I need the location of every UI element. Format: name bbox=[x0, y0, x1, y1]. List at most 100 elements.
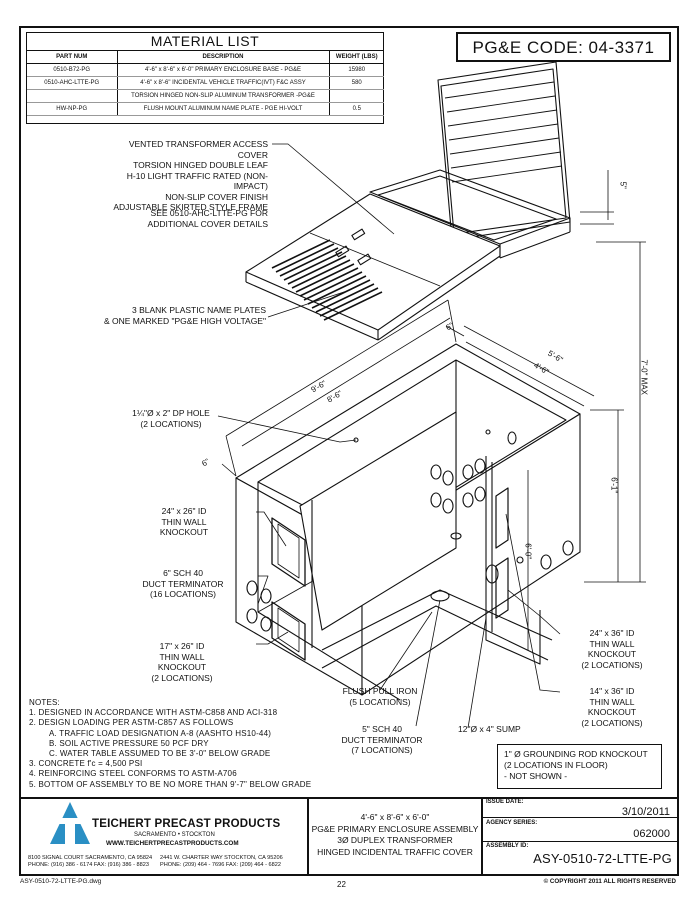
dp-hole-line: (2 LOCATIONS) bbox=[140, 418, 202, 429]
description-line: 4'-6" x 8'-6" x 6'-0" bbox=[360, 812, 430, 822]
knockout-line: KNOCKOUT bbox=[587, 707, 637, 717]
table-row: TORSION HINGED NON-SLIP ALUMINUM TRANSFO… bbox=[27, 89, 384, 103]
cover-line: TORSION HINGED DOUBLE LEAF bbox=[133, 160, 268, 170]
issue-date: 3/10/2011 bbox=[621, 806, 670, 818]
cell-desc: 4'-6" x 8'-6" x 6'-0" PRIMARY ENCLOSURE … bbox=[117, 63, 330, 77]
knockout-24x36-callout: 24" x 36" ID THIN WALL KNOCKOUT (2 LOCAT… bbox=[564, 628, 660, 670]
address-stockton: 2441 W. CHARTER WAY STOCKTON, CA 95206 P… bbox=[160, 855, 283, 869]
dim-5in: 5" bbox=[618, 181, 628, 189]
knockout-line: THIN WALL bbox=[159, 651, 205, 662]
note-item: C. WATER TABLE ASSUMED TO BE 3'-0" BELOW… bbox=[49, 749, 271, 759]
phone-line: PHONE: (916) 386 - 6174 FAX: (916) 386 -… bbox=[28, 862, 149, 868]
cell-weight bbox=[329, 89, 384, 103]
address-sacramento: 8100 SIGNAL COURT SACRAMENTO, CA 95824 P… bbox=[28, 855, 152, 869]
knockout-line: (2 LOCATIONS) bbox=[151, 672, 213, 683]
cover-line: H-10 LIGHT TRAFFIC RATED (NON-IMPACT) bbox=[126, 170, 268, 192]
material-list-title: MATERIAL LIST bbox=[27, 33, 383, 51]
teichert-logo-icon bbox=[50, 802, 90, 844]
vent-slots bbox=[271, 239, 383, 321]
address-line: 8100 SIGNAL COURT SACRAMENTO, CA 95824 bbox=[28, 855, 153, 861]
knockout-line: THIN WALL bbox=[589, 638, 635, 649]
pull-iron-callout: FLUSH PULL IRON (5 LOCATIONS) bbox=[326, 686, 434, 707]
duct-5-callout: 5" SCH 40 DUCT TERMINATOR (7 LOCATIONS) bbox=[336, 724, 428, 756]
page-number: 22 bbox=[337, 880, 346, 889]
cell-weight: 15980 bbox=[329, 63, 384, 77]
pull-iron-line: FLUSH PULL IRON bbox=[342, 686, 418, 696]
header-weight: WEIGHT (LBS) bbox=[329, 51, 384, 64]
company-name: TEICHERT PRECAST PRODUCTS bbox=[92, 818, 281, 830]
cell-part: HW-NP-PG bbox=[27, 102, 118, 116]
dimension-lines bbox=[221, 170, 646, 650]
knockout-line: KNOCKOUT bbox=[157, 662, 207, 672]
note-item: 4. REINFORCING STEEL CONFORMS TO ASTM-A7… bbox=[29, 769, 237, 779]
address-line: 2441 W. CHARTER WAY STOCKTON, CA 95206 bbox=[160, 855, 283, 861]
sump-callout: 12"Ø x 4" SUMP bbox=[458, 724, 521, 734]
company-web: WWW.TEICHERTPRECASTPRODUCTS.COM bbox=[106, 840, 239, 847]
name-plates-callout: 3 BLANK PLASTIC NAME PLATES & ONE MARKED… bbox=[76, 305, 266, 326]
title-block-top-rule bbox=[20, 797, 678, 799]
grounding-line: 1" Ø GROUNDING ROD KNOCKOUT bbox=[504, 749, 648, 759]
cell-part: 0510-AHC-LTTE-PG bbox=[27, 76, 118, 90]
duct-line: 6" SCH 40 bbox=[163, 568, 203, 578]
duct-6-callout: 6" SCH 40 DUCT TERMINATOR (16 LOCATIONS) bbox=[134, 568, 232, 600]
knockout-14x36-callout: 14" x 36" ID THIN WALL KNOCKOUT (2 LOCAT… bbox=[564, 686, 660, 728]
knockout-line: THIN WALL bbox=[589, 696, 635, 707]
name-plates-line: & ONE MARKED "PG&E HIGH VOLTAGE" bbox=[103, 315, 266, 326]
knockout-line: (2 LOCATIONS) bbox=[581, 659, 643, 670]
knockout-line: KNOCKOUT bbox=[159, 527, 209, 537]
dim-6-1: 6'-1" bbox=[609, 477, 619, 494]
description-line: PG&E PRIMARY ENCLOSURE ASSEMBLY bbox=[311, 823, 479, 834]
material-table: PART NUM DESCRIPTION WEIGHT (LBS) 0510-B… bbox=[27, 51, 384, 116]
enclosure-base bbox=[235, 343, 581, 701]
copyright: © COPYRIGHT 2011 ALL RIGHTS RESERVED bbox=[543, 878, 676, 885]
cell-weight: 580 bbox=[329, 76, 384, 90]
cell-part bbox=[27, 89, 118, 103]
cell-weight: 0.5 bbox=[329, 102, 384, 116]
note-item: 5. BOTTOM OF ASSEMBLY TO BE NO MORE THAN… bbox=[29, 779, 312, 789]
table-row: 0510-B72-PG 4'-6" x 8'-6" x 6'-0" PRIMAR… bbox=[27, 63, 384, 77]
dim-6-0: 6'-0" bbox=[523, 543, 533, 560]
phone-line: PHONE: (209) 464 - 7696 FAX: (209) 464 -… bbox=[160, 862, 281, 868]
agency-series-label: AGENCY SERIES: bbox=[486, 820, 538, 826]
cell-part: 0510-B72-PG bbox=[27, 63, 118, 77]
header-description: DESCRIPTION bbox=[117, 51, 330, 64]
knockout-17x26-callout: 17" x 26" ID THIN WALL KNOCKOUT (2 LOCAT… bbox=[136, 641, 228, 683]
cell-desc: FLUSH MOUNT ALUMINUM NAME PLATE - PGE HI… bbox=[117, 102, 330, 116]
material-list: MATERIAL LIST PART NUM DESCRIPTION WEIGH… bbox=[26, 32, 384, 124]
dp-hole-line: 1¼"Ø x 2" DP HOLE bbox=[132, 408, 210, 418]
see-cover-line: SEE 0510-AHC-LTTE-PG FOR bbox=[150, 208, 268, 218]
knockout-line: 17" x 26" ID bbox=[159, 641, 205, 651]
cover-line: ADJUSTABLE SKIRTED STYLE FRAME bbox=[113, 202, 268, 212]
knockout-24x26-callout: 24" x 26" ID THIN WALL KNOCKOUT bbox=[140, 506, 228, 538]
company-cities: SACRAMENTO • STOCKTON bbox=[134, 832, 215, 838]
notes: NOTES: 1. DESIGNED IN ACCORDANCE WITH AS… bbox=[29, 698, 349, 790]
knockout-line: (2 LOCATIONS) bbox=[581, 717, 643, 728]
knockout-line: KNOCKOUT bbox=[587, 649, 637, 659]
grounding-line: - NOT SHOWN - bbox=[504, 771, 568, 781]
issue-date-label: ISSUE DATE: bbox=[486, 799, 524, 805]
header-part-num: PART NUM bbox=[27, 51, 118, 64]
grounding-note: 1" Ø GROUNDING ROD KNOCKOUT (2 LOCATIONS… bbox=[497, 744, 662, 789]
pull-iron-line: (5 LOCATIONS) bbox=[349, 696, 411, 707]
cover-line: VENTED TRANSFORMER ACCESS COVER bbox=[128, 139, 268, 160]
knockout-line: 24" x 36" ID bbox=[589, 628, 635, 638]
cover-line: NON-SLIP COVER FINISH bbox=[165, 191, 268, 202]
title-block-rule bbox=[482, 841, 678, 842]
knockout-line: 14" x 36" ID bbox=[589, 686, 635, 696]
grounding-line: (2 LOCATIONS IN FLOOR) bbox=[504, 760, 608, 770]
assembly-id-label: ASSEMBLY ID: bbox=[486, 843, 529, 849]
see-cover-line: ADDITIONAL COVER DETAILS bbox=[147, 218, 268, 229]
duct-line: DUCT TERMINATOR bbox=[142, 578, 224, 589]
title-block-divider bbox=[307, 797, 309, 875]
cover-assembly bbox=[245, 61, 571, 341]
note-item: 2. DESIGN LOADING PER ASTM-C857 AS FOLLO… bbox=[29, 718, 234, 728]
table-row: HW-NP-PG FLUSH MOUNT ALUMINUM NAME PLATE… bbox=[27, 102, 384, 116]
agency-series: 062000 bbox=[633, 828, 670, 840]
duct-line: (16 LOCATIONS) bbox=[150, 589, 216, 599]
cover-callout: VENTED TRANSFORMER ACCESS COVER TORSION … bbox=[100, 139, 268, 213]
title-block-divider bbox=[481, 797, 483, 875]
note-item: 1. DESIGNED IN ACCORDANCE WITH ASTM-C858… bbox=[29, 708, 278, 718]
cell-desc: 4'-6" x 8'-6" INCIDENTAL VEHICLE TRAFFIC… bbox=[117, 76, 330, 90]
dim-7-0-max: 7'-0" MAX bbox=[639, 359, 649, 396]
